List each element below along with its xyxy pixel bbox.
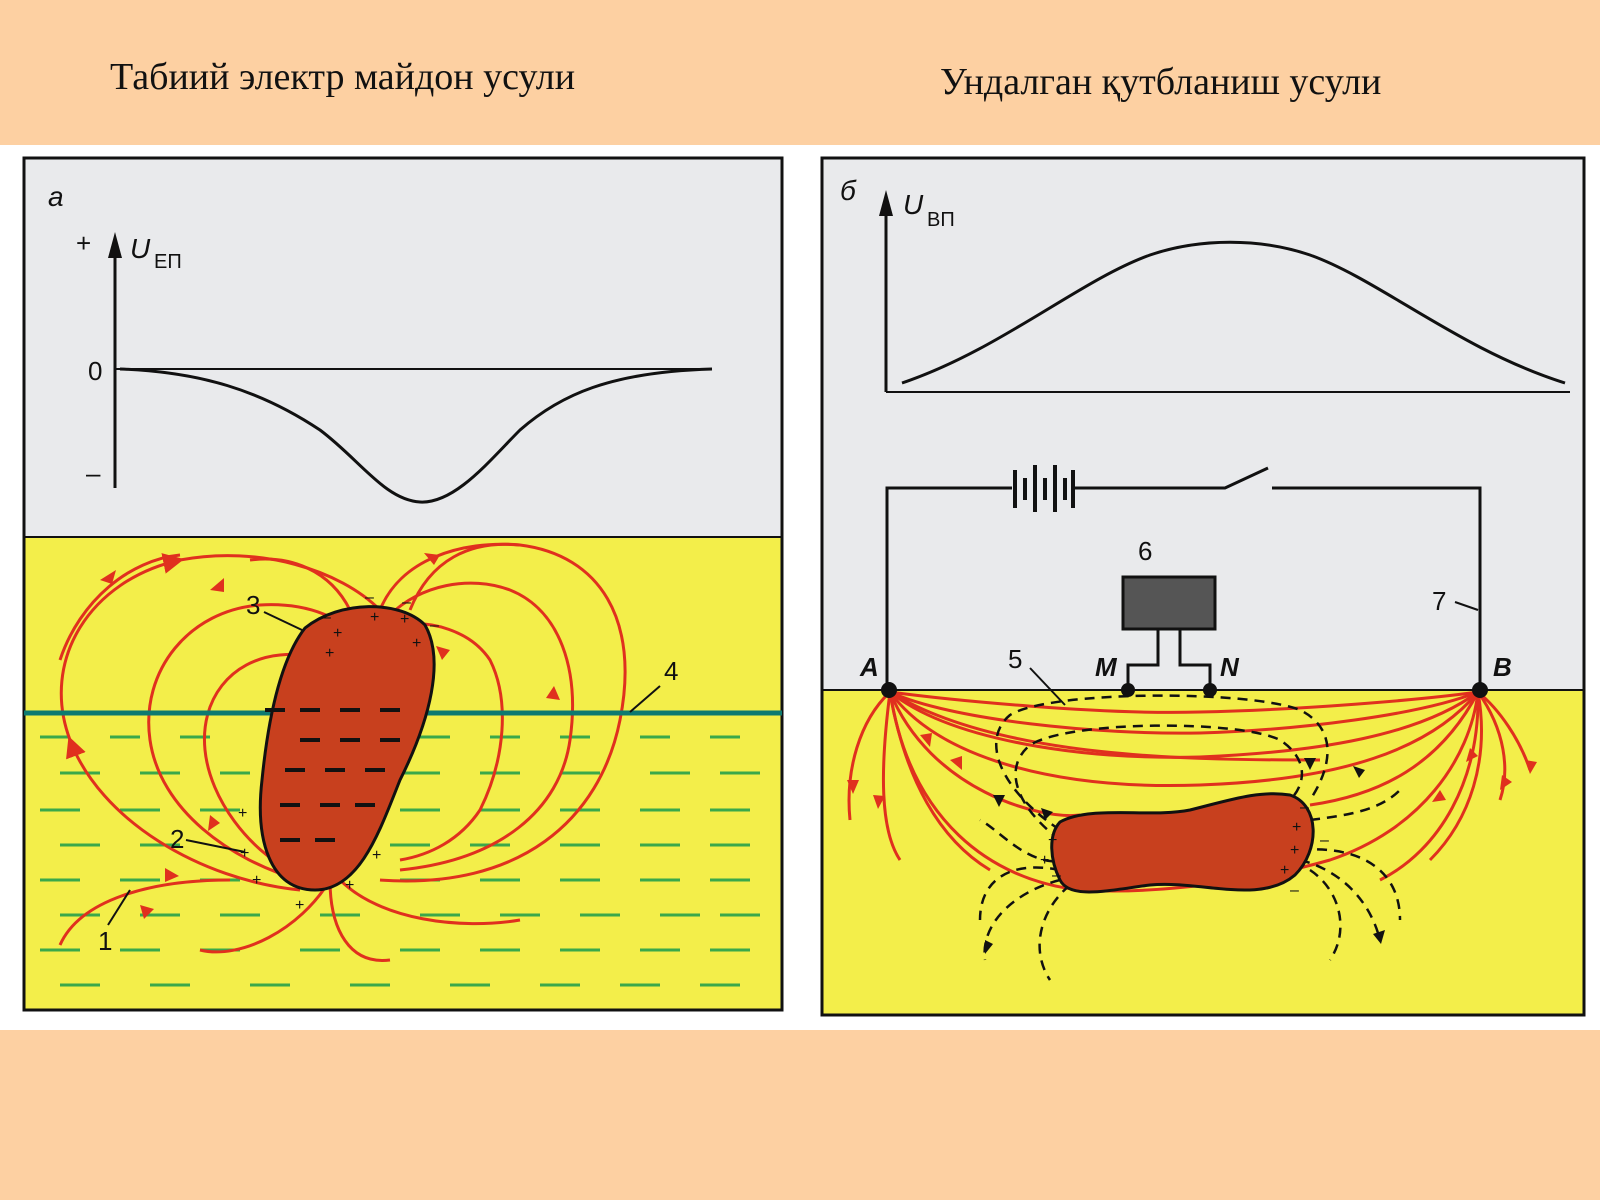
svg-text:–: – [1300,799,1309,816]
panel-a-field-arrows [100,553,560,919]
svg-text:+: + [345,877,354,894]
panel-a-graph-area [24,158,782,537]
panel-a: а U ЕП + 0 – [22,156,784,1012]
svg-text:–: – [322,609,331,626]
panel-b-polarization-curve [901,240,1566,385]
electrode-b-label: B [1493,652,1512,682]
panel-b-current-lines [847,690,1532,893]
panel-a-frame [22,156,784,1012]
svg-text:+: + [295,897,304,914]
svg-text:+: + [400,611,409,628]
panel-b-circuit [885,466,1482,688]
panel-b-callout-7: 7 [1432,586,1446,616]
panel-b-letter: б [840,175,857,206]
title-natural-field-method: Табиий электр майдон усули [110,56,576,98]
electrode-a-label: A [859,652,879,682]
panel-a-tick-zero: 0 [88,356,102,386]
electrode-n [1203,683,1217,697]
panel-b-orebody-charges: ++ ++ + –– –– [1040,799,1329,899]
title-induced-polarization-method: Ундалган қутбланиш усули [940,61,1382,103]
panel-a-leader-4 [629,685,661,713]
svg-text:+: + [1290,842,1299,859]
svg-text:+: + [1040,852,1049,869]
panel-a-surface-charges: ++ ++ + –– –– ++ ++ ++ [238,589,439,914]
panel-b-instrument [1121,575,1217,631]
battery-icon [1013,465,1075,512]
panel-a-orebody [258,605,436,892]
panel-a-callout-3: 3 [246,590,260,620]
svg-text:–: – [1320,832,1329,849]
panel-b: б U ВП 6 [820,156,1586,1017]
panel-a-callout-2: 2 [170,824,184,854]
panel-b-orebody [1050,792,1315,894]
panel-a-leader-3 [263,611,303,631]
electrode-a [881,682,897,698]
panel-b-callout-6: 6 [1138,536,1152,566]
panel-a-leader-1 [107,889,131,926]
svg-text:+: + [372,847,381,864]
svg-text:–: – [365,589,374,606]
svg-text:+: + [252,872,261,889]
electrode-n-label: N [1220,652,1240,682]
svg-text:–: – [430,617,439,634]
svg-text:+: + [325,645,334,662]
svg-text:+: + [1048,832,1057,849]
panel-b-frame [820,156,1586,1017]
electrode-b [1472,682,1488,698]
electrode-m [1121,683,1135,697]
svg-text:+: + [412,635,421,652]
panel-a-axis-arrow [108,232,122,258]
panel-b-lead-n [1178,629,1212,690]
panel-a-tick-plus: + [76,228,91,258]
panel-b-leader-5 [1029,667,1066,706]
electrode-m-label: M [1095,652,1118,682]
panel-b-axis-label: U [903,189,924,220]
panel-a-tick-minus: – [86,458,101,488]
panel-b-secondary-arrows [985,758,1385,954]
panel-a-callout-4: 4 [664,656,678,686]
panel-a-groundwater [40,735,760,987]
panel-b-axis-subscript: ВП [927,209,955,231]
panel-a-field-lines [58,542,627,962]
svg-text:+: + [238,805,247,822]
panel-a-letter: а [48,181,64,212]
svg-text:+: + [333,625,342,642]
panel-a-axis-subscript: ЕП [154,251,182,273]
svg-text:–: – [1052,867,1061,884]
panel-b-lead-m [1126,629,1160,690]
svg-text:–: – [402,594,411,611]
panel-a-axis-label: U [130,233,151,264]
panel-b-axis-arrow [879,190,893,216]
svg-text:+: + [370,609,379,626]
svg-text:+: + [1280,862,1289,879]
panel-a-orebody-charges [265,708,400,842]
panel-a-leader-2 [185,839,246,853]
panel-a-callout-1: 1 [98,926,112,956]
panel-a-potential-curve [119,367,713,504]
svg-text:–: – [1290,882,1299,899]
svg-text:+: + [1292,819,1301,836]
panel-b-current-arrows [847,733,1537,809]
svg-text:+: + [240,845,249,862]
panel-b-callout-5: 5 [1008,644,1022,674]
panel-b-leader-7 [1454,601,1479,611]
